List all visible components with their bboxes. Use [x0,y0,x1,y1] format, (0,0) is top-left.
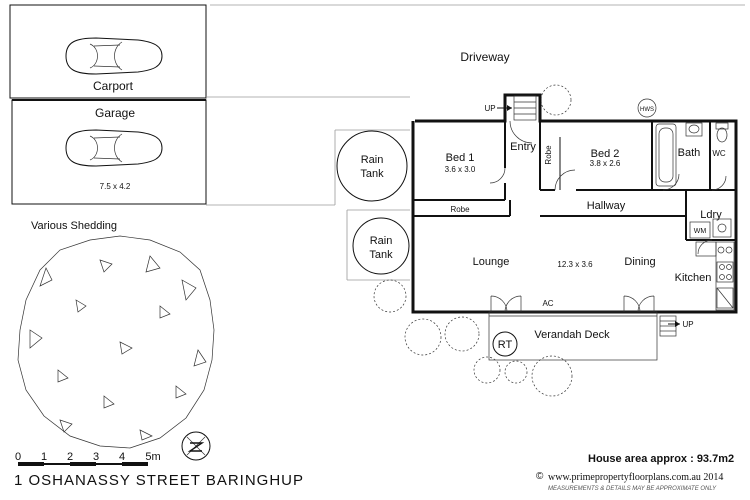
shedding-outline [17,235,215,449]
laundry-trough-icon [712,218,732,238]
carport-car-icon [65,37,163,75]
label-ac: AC [542,299,553,308]
hws-icon [637,98,657,118]
label-rain-tank-2: Rain [370,235,393,247]
label-entry: Entry [510,141,536,153]
label-up-entry: UP [484,104,495,113]
toilet-icon [715,122,729,143]
kitchen-bench [695,241,735,311]
label-living-size: 12.3 x 3.6 [557,260,593,269]
disclaimer-text: MEASUREMENTS & DETAILS MAY BE APPROXIMAT… [548,486,717,492]
label-verandah: Verandah Deck [534,329,610,341]
scale-tick: 0 [15,451,21,463]
label-wc: WC [712,149,726,158]
door-swings [489,120,727,313]
label-hallway: Hallway [587,200,626,212]
copyright-icon: © [536,471,544,482]
scale-tick: 4 [119,451,125,463]
label-rain-tank-1: Rain [361,154,384,166]
basin-icon [685,122,703,137]
rain-tank-circle [352,217,410,275]
label-various-shedding: Various Shedding [31,220,117,232]
north-arrow-icon [181,431,211,461]
label-garage: Garage [95,106,135,120]
company-website: www.primepropertyfloorplans.com.au 2014 [548,472,724,483]
label-bed2: Bed 2 [591,148,620,160]
label-kitchen: Kitchen [675,272,712,284]
label-laundry: Ldry [700,209,722,221]
label-robe-bed1: Robe [450,205,470,214]
rain-tank-circle [336,130,408,202]
label-bed1-size: 3.6 x 3.0 [445,165,476,174]
bath-tub-icon [655,123,677,187]
house-area-label: House area approx : 93.7m2 [588,453,735,465]
scale-bar [18,462,148,466]
label-dining: Dining [624,256,655,268]
label-lounge: Lounge [473,256,510,268]
fridge-icon [716,287,734,309]
verandah-steps [659,315,680,337]
scale-tick: 2 [67,451,73,463]
label-bed1: Bed 1 [446,152,475,164]
stove-icon [716,261,734,283]
interior-walls [413,121,736,241]
carport-outline [9,4,207,99]
washing-machine-box [689,221,711,239]
label-rt: RT [498,339,513,351]
verandah-deck [488,311,658,361]
property-address: 1 OSHANASSY STREET BARINGHUP [14,472,305,489]
shrub-icon [373,84,573,397]
label-driveway: Driveway [460,50,509,64]
label-rain-tank-1b: Tank [360,168,384,180]
label-bed2-size: 3.8 x 2.6 [590,159,621,168]
scale-tick: 1 [41,451,47,463]
label-garage-size: 7.5 x 4.2 [100,182,131,191]
label-rain-tank-2b: Tank [369,249,393,261]
rain-tank-rt-circle [492,331,518,357]
entry-steps [497,95,537,121]
garage-car-icon [65,129,163,167]
label-carport: Carport [93,79,134,93]
label-bath: Bath [678,147,701,159]
label-wm: WM [694,228,707,235]
label-hws: HWS [640,107,654,113]
scale-tick: 5m [145,451,160,463]
label-robe-bed2: Robe [544,145,553,165]
label-up-verandah: UP [682,320,693,329]
scale-tick: 3 [93,451,99,463]
